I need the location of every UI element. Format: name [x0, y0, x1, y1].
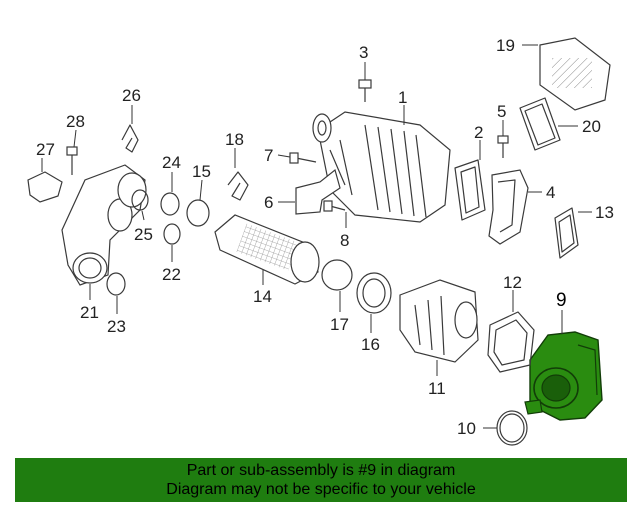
part-bolt-28 [66, 146, 78, 175]
part-bracket-6 [295, 168, 341, 215]
parts-diagram: 1 2 3 4 5 6 7 8 9 10 11 12 13 14 15 16 1… [27, 36, 614, 446]
part-clip-18 [227, 171, 249, 201]
callout-4: 4 [546, 183, 555, 202]
part-gasket-13 [554, 207, 579, 259]
part-ring-23 [106, 272, 126, 296]
callout-labels: 1 2 3 4 5 6 7 8 9 10 11 12 13 14 15 16 1… [36, 36, 614, 438]
callout-13: 13 [595, 203, 614, 222]
callout-17: 17 [330, 315, 349, 334]
callout-11: 11 [428, 379, 446, 398]
part-ring-24 [160, 192, 180, 216]
callout-16: 16 [361, 335, 380, 354]
part-ring-25 [131, 189, 149, 211]
callout-22: 22 [162, 265, 181, 284]
callout-21: 21 [80, 303, 99, 322]
part-throttle-body-highlighted [524, 331, 603, 421]
part-bolt-7 [289, 152, 317, 164]
callout-6: 6 [264, 193, 273, 212]
callout-14: 14 [253, 287, 272, 306]
callout-20: 20 [582, 117, 601, 136]
callout-7: 7 [264, 146, 273, 165]
callout-12: 12 [503, 273, 522, 292]
callout-19: 19 [496, 36, 515, 55]
part-housing-19 [539, 37, 611, 111]
part-air-duct-21 [61, 164, 147, 286]
caption-line-1: Part or sub-assembly is #9 in diagram [186, 462, 456, 479]
part-housing-11 [399, 279, 479, 363]
callout-15: 15 [192, 162, 211, 181]
part-coupler-16 [356, 272, 392, 314]
part-bolt-3 [358, 79, 372, 102]
part-clip-26 [121, 124, 139, 153]
callout-26: 26 [122, 86, 141, 105]
part-gasket-2 [454, 159, 486, 221]
callout-25: 25 [134, 225, 153, 244]
callout-9-highlighted: 9 [556, 290, 567, 311]
part-ring-15 [186, 199, 210, 227]
part-gasket-20 [519, 97, 561, 151]
callout-24: 24 [162, 153, 181, 172]
part-sensor-27 [27, 171, 63, 203]
part-bolt-5 [497, 135, 509, 158]
part-ring-22 [163, 223, 181, 245]
callout-2: 2 [474, 123, 483, 142]
callout-8: 8 [340, 231, 349, 250]
callout-23: 23 [107, 317, 126, 336]
callout-10: 10 [457, 419, 476, 438]
part-elbow-4 [488, 169, 529, 245]
part-supercharger [312, 111, 451, 223]
callout-18: 18 [225, 130, 244, 149]
part-intake-tube-14 [214, 214, 320, 285]
caption-bar: Part or sub-assembly is #9 in diagram Di… [15, 458, 627, 502]
part-clamp-10 [496, 410, 528, 446]
part-gasket-12 [487, 311, 535, 373]
callout-27: 27 [36, 140, 55, 159]
callout-5: 5 [497, 102, 506, 121]
caption-line-2: Diagram may not be specific to your vehi… [166, 481, 476, 498]
callout-3: 3 [359, 43, 368, 62]
part-bolt-8 [323, 200, 346, 212]
callout-1: 1 [398, 88, 407, 107]
leader-lines [41, 44, 592, 429]
callout-28: 28 [66, 112, 85, 131]
part-clamp-17 [321, 259, 353, 291]
